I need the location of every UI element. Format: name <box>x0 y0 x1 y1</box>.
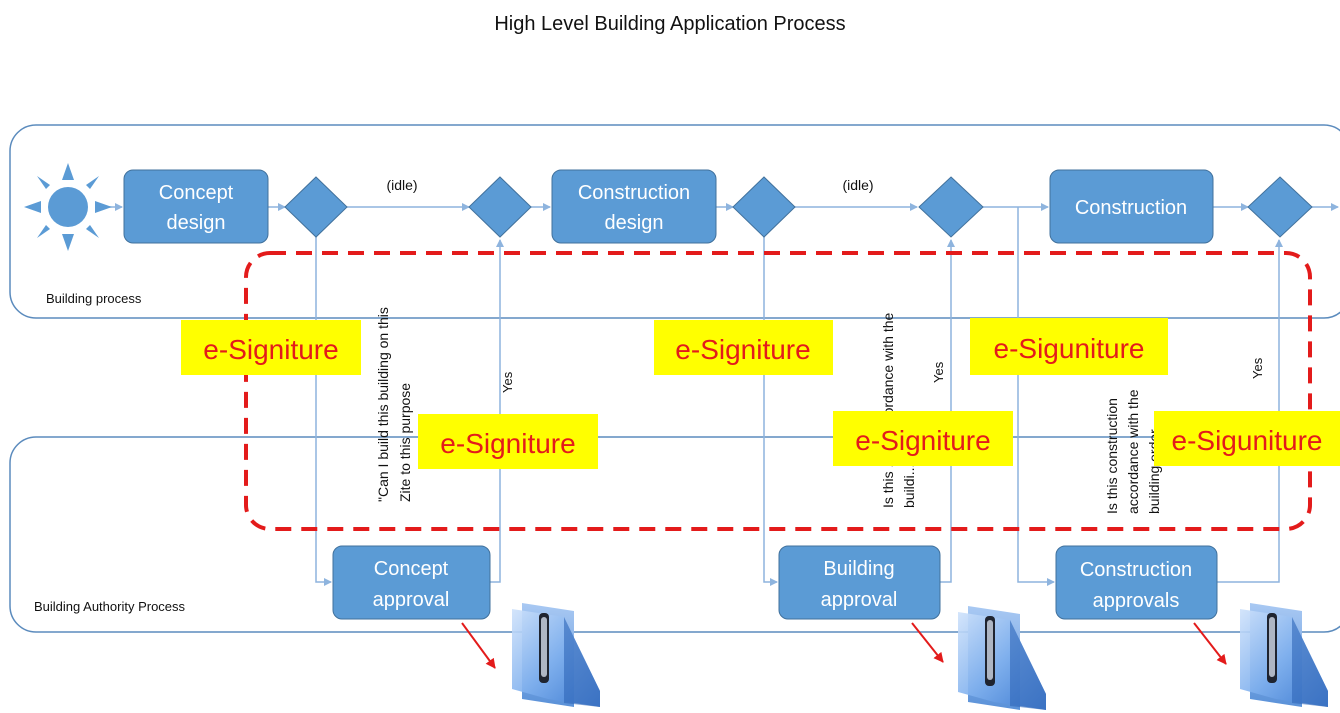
e-signiture-badge-1: e-Signiture <box>181 320 361 375</box>
construction-label: Construction <box>1075 197 1187 219</box>
e-signature-region <box>244 251 1312 531</box>
building-approval-line2: approval <box>821 589 898 611</box>
construction-design-line2: design <box>605 212 664 234</box>
construction-design-line1: Construction <box>578 182 690 204</box>
concept-approval-box: Concept approval <box>332 545 491 620</box>
construction-approvals-line2: approvals <box>1093 590 1180 612</box>
e-signiture-badge-1-text: e-Signiture <box>203 334 338 365</box>
archive-arrow-1 <box>461 622 496 669</box>
decision-diamond-5 <box>1247 176 1313 238</box>
decision-diamond-3 <box>732 176 796 238</box>
e-siguniture-badge-2: e-Siguniture <box>1154 411 1340 466</box>
decision-diamond-1 <box>284 176 348 238</box>
idle-label-1: (idle) <box>386 177 417 193</box>
concept-design-line1: Concept <box>159 182 234 204</box>
e-siguniture-badge-1: e-Siguniture <box>970 318 1168 375</box>
authority-process-lane <box>9 436 1340 633</box>
idle-label-2: (idle) <box>842 177 873 193</box>
yes-label-1: Yes <box>500 371 515 393</box>
e-signiture-badge-2-text: e-Signiture <box>675 334 810 365</box>
concept-design-line2: design <box>167 212 226 234</box>
e-signiture-badge-2: e-Signiture <box>654 320 833 375</box>
question-3: Is this construction accordance with the… <box>1104 389 1162 514</box>
yes-label-2: Yes <box>931 361 946 383</box>
building-process-lane <box>9 124 1340 319</box>
e-siguniture-badge-2-text: e-Siguniture <box>1172 425 1323 456</box>
construction-approvals-box: Construction approvals <box>1055 545 1218 620</box>
archive-arrow-2 <box>911 622 944 663</box>
building-approval-line1: Building <box>823 558 894 580</box>
sun-icon <box>24 163 112 251</box>
building-approval-box: Building approval <box>778 545 941 620</box>
construction-design-box: Construction design <box>551 169 717 244</box>
concept-approval-line2: approval <box>373 589 450 611</box>
question-2-line2: buildi... <box>901 464 917 508</box>
zipped-folder-icon <box>958 606 1046 710</box>
e-signiture-badge-4: e-Signiture <box>833 411 1013 466</box>
archive-arrow-3 <box>1193 622 1227 665</box>
construction-box: Construction <box>1049 169 1214 244</box>
e-signiture-badge-4-text: e-Signiture <box>855 425 990 456</box>
concept-approval-line1: Concept <box>374 558 449 580</box>
question-1-line2: Zite to this purpose <box>397 383 413 502</box>
decision-diamond-4 <box>918 176 984 238</box>
e-signiture-badge-3: e-Signiture <box>418 414 598 469</box>
question-1-line1: "Can I build this building on this <box>375 307 391 502</box>
building-process-lane-label: Building process <box>46 291 142 306</box>
construction-approvals-line1: Construction <box>1080 559 1192 581</box>
question-3-line1: Is this construction <box>1104 398 1120 514</box>
yes-label-3: Yes <box>1250 357 1265 379</box>
question-3-line2: accordance with the <box>1125 389 1141 514</box>
zipped-folder-icon <box>512 603 600 707</box>
e-signiture-badge-3-text: e-Signiture <box>440 428 575 459</box>
concept-design-box: Concept design <box>123 169 269 244</box>
page-title: High Level Building Application Process <box>494 13 845 35</box>
question-2-line1: Is this ... in accordance with the <box>880 312 896 508</box>
authority-process-lane-label: Building Authority Process <box>34 599 186 614</box>
question-2: Is this ... in accordance with the build… <box>880 312 917 508</box>
zipped-folder-icon <box>1240 603 1328 707</box>
question-1: "Can I build this building on this Zite … <box>375 307 413 502</box>
decision-diamond-2 <box>468 176 532 238</box>
e-siguniture-badge-1-text: e-Siguniture <box>994 333 1145 364</box>
